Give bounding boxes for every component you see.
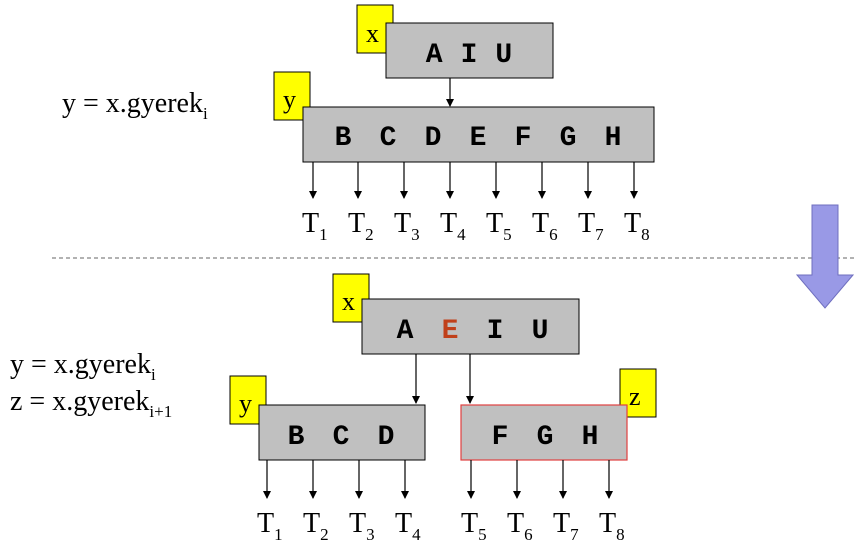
bottom-y-label: y	[239, 389, 252, 418]
key: U	[532, 316, 549, 347]
top-node-x	[385, 22, 554, 79]
key: I	[461, 40, 480, 71]
key: F	[492, 422, 509, 453]
bottom-node-z-keys: F G H	[492, 422, 599, 453]
top-node-y-keys: B C D E F G H	[335, 123, 622, 154]
key: G	[537, 422, 554, 453]
subtree-label: T4	[395, 508, 421, 544]
key: A	[426, 40, 445, 71]
bottom-node-y-keys: B C D	[288, 422, 395, 453]
bottom-node-y	[258, 404, 426, 461]
subtree-label: T8	[599, 508, 625, 544]
key: C	[380, 123, 397, 154]
subtree-label: T2	[303, 508, 329, 544]
key: E	[470, 123, 487, 154]
subtree-label: T1	[257, 508, 283, 544]
subtree-label: T8	[624, 208, 650, 244]
subtree-label: T5	[486, 208, 512, 244]
bottom-node-x-keys: A E I U	[397, 316, 549, 347]
key: A	[397, 316, 414, 347]
bottom-x-label: x	[342, 287, 355, 316]
top-subtree-labels: T1 T2 T3 T4 T5 T6 T7 T8	[302, 208, 650, 244]
top-y-label: y	[283, 85, 296, 114]
subtree-label: T3	[349, 508, 375, 544]
bottom-child-pointers	[263, 460, 613, 499]
key: I	[487, 316, 504, 347]
key: B	[288, 422, 305, 453]
key: D	[425, 123, 442, 154]
key: C	[333, 422, 350, 453]
top-equation: y = x.gyereki	[62, 88, 208, 123]
subtree-label: T2	[348, 208, 374, 244]
subtree-label: T4	[440, 208, 466, 244]
key: H	[605, 123, 622, 154]
subtree-label: T3	[394, 208, 420, 244]
subtree-label: T6	[532, 208, 558, 244]
key: F	[515, 123, 532, 154]
top-node-y	[302, 106, 655, 163]
bottom-equation-z: z = x.gyereki+1	[10, 386, 172, 421]
bottom-subtree-labels: T1 T2 T3 T4 T5 T6 T7 T8	[257, 508, 625, 544]
subtree-label: T5	[461, 508, 487, 544]
key: G	[560, 123, 577, 154]
key: B	[335, 123, 352, 154]
subtree-label: T1	[302, 208, 328, 244]
bottom-equation-y: y = x.gyereki	[10, 349, 156, 384]
subtree-label: T7	[578, 208, 604, 244]
top-x-label: x	[366, 19, 379, 48]
subtree-label: T7	[553, 508, 579, 544]
bottom-node-z	[460, 404, 628, 461]
bottom-node-x	[361, 298, 580, 355]
promoted-key: E	[442, 316, 459, 347]
key: U	[495, 40, 514, 71]
subtree-label: T6	[507, 508, 533, 544]
key: H	[582, 422, 599, 453]
top-child-pointers	[309, 162, 638, 199]
key: D	[378, 422, 395, 453]
bottom-z-label: z	[629, 382, 641, 411]
transition-down-arrow-icon	[795, 204, 854, 309]
